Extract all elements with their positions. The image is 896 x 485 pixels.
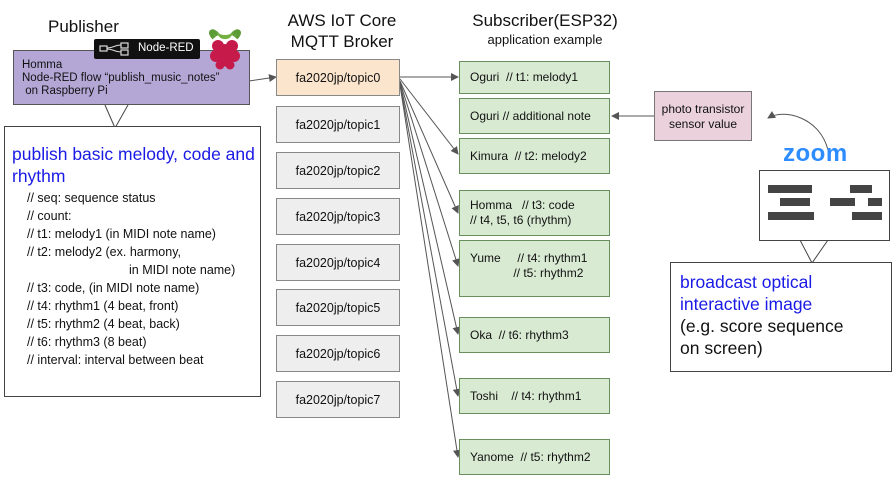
callout-line: // count: xyxy=(27,209,72,223)
subscriber-heading: Subscriber(ESP32) xyxy=(472,11,618,30)
subscriber-box: Oguri // additional note xyxy=(459,98,610,134)
zoom-logo: zoom xyxy=(783,140,848,167)
topic-box: fa2020jp/topic7 xyxy=(276,381,400,418)
sensor-line2: sensor value xyxy=(668,117,738,131)
subscriber-box: Yanome // t5: rhythm2 xyxy=(459,439,610,475)
node-red-icon xyxy=(99,42,129,56)
broadcast-line3: (e.g. score sequence xyxy=(680,316,844,336)
subscriber-box: Kimura // t2: melody2 xyxy=(459,138,610,174)
subscriber-subheading: application example xyxy=(487,32,603,47)
broadcast-line4: on screen) xyxy=(680,338,763,358)
topic-box: fa2020jp/topic5 xyxy=(276,289,400,326)
topic-box: fa2020jp/topic1 xyxy=(276,106,400,143)
publisher-line-3: on Raspberry Pi xyxy=(22,85,108,97)
callout-line: // t5: rhythm2 (4 beat, back) xyxy=(27,317,180,331)
callout-line: // t6: rhythm3 (8 beat) xyxy=(27,335,147,349)
callout-line: // t1: melody1 (in MIDI note name) xyxy=(27,227,216,241)
callout-title: publish basic melody, code and rhythm xyxy=(12,144,255,186)
topic-box: fa2020jp/topic2 xyxy=(276,152,400,189)
arrows-topic0-subscribers xyxy=(399,73,461,458)
raspberry-pi-icon xyxy=(209,29,241,70)
subscriber-box: Homma // t3: code // t4, t5, t6 (rhythm) xyxy=(459,190,610,236)
subscriber-box: Oguri // t1: melody1 xyxy=(459,61,610,94)
callout-line: // t2: melody2 (ex. harmony, xyxy=(27,245,181,259)
callout-line: // seq: sequence status xyxy=(27,191,156,205)
node-red-badge: Node-RED xyxy=(94,39,200,59)
arrow-zoom-sensor xyxy=(767,111,829,151)
callout-pointer xyxy=(104,104,129,130)
broker-heading: AWS IoT Core MQTT Broker xyxy=(280,10,404,52)
sensor-box: photo transistor sensor value xyxy=(654,91,752,141)
callout-line: // t3: code, (in MIDI note name) xyxy=(27,281,200,295)
broker-heading-line1: AWS IoT Core xyxy=(287,11,397,30)
zoom-screen-icon xyxy=(759,170,890,241)
broadcast-pointer xyxy=(799,239,829,264)
node-red-label: Node-RED xyxy=(138,42,194,54)
subscriber-box: Oka // t6: rhythm3 xyxy=(459,317,610,353)
publisher-heading: Publisher xyxy=(48,17,119,36)
broker-heading-line2: MQTT Broker xyxy=(290,32,394,51)
subscriber-box: Toshi // t4: rhythm1 xyxy=(459,378,610,414)
publish-callout: publish basic melody, code and rhythm //… xyxy=(4,126,261,397)
topic-box: fa2020jp/topic6 xyxy=(276,335,400,372)
subscriber-box: Yume // t4: rhythm1 // t5: rhythm2 xyxy=(459,240,610,297)
callout-lines: // seq: sequence status // count: // t1:… xyxy=(27,189,235,369)
publisher-box: Homma Node-RED flow “publish_music_notes… xyxy=(13,50,250,105)
broadcast-line1: broadcast optical xyxy=(680,272,813,292)
broadcast-line2: interactive image xyxy=(680,294,813,314)
callout-line: // t4: rhythm1 (4 beat, front) xyxy=(27,299,179,313)
broadcast-callout: broadcast optical interactive image (e.g… xyxy=(670,262,892,372)
arrow-publisher-topic0 xyxy=(248,74,277,82)
publisher-line-1: Homma xyxy=(22,59,63,71)
topic-box: fa2020jp/topic4 xyxy=(276,244,400,281)
topic-box: fa2020jp/topic3 xyxy=(276,198,400,235)
callout-line: // interval: interval between beat xyxy=(27,353,204,367)
topic-box: fa2020jp/topic0 xyxy=(276,59,400,96)
sensor-line1: photo transistor xyxy=(661,102,745,116)
publisher-line-2: Node-RED flow “publish_music_notes” xyxy=(22,72,220,84)
callout-line: in MIDI note name) xyxy=(129,263,236,277)
